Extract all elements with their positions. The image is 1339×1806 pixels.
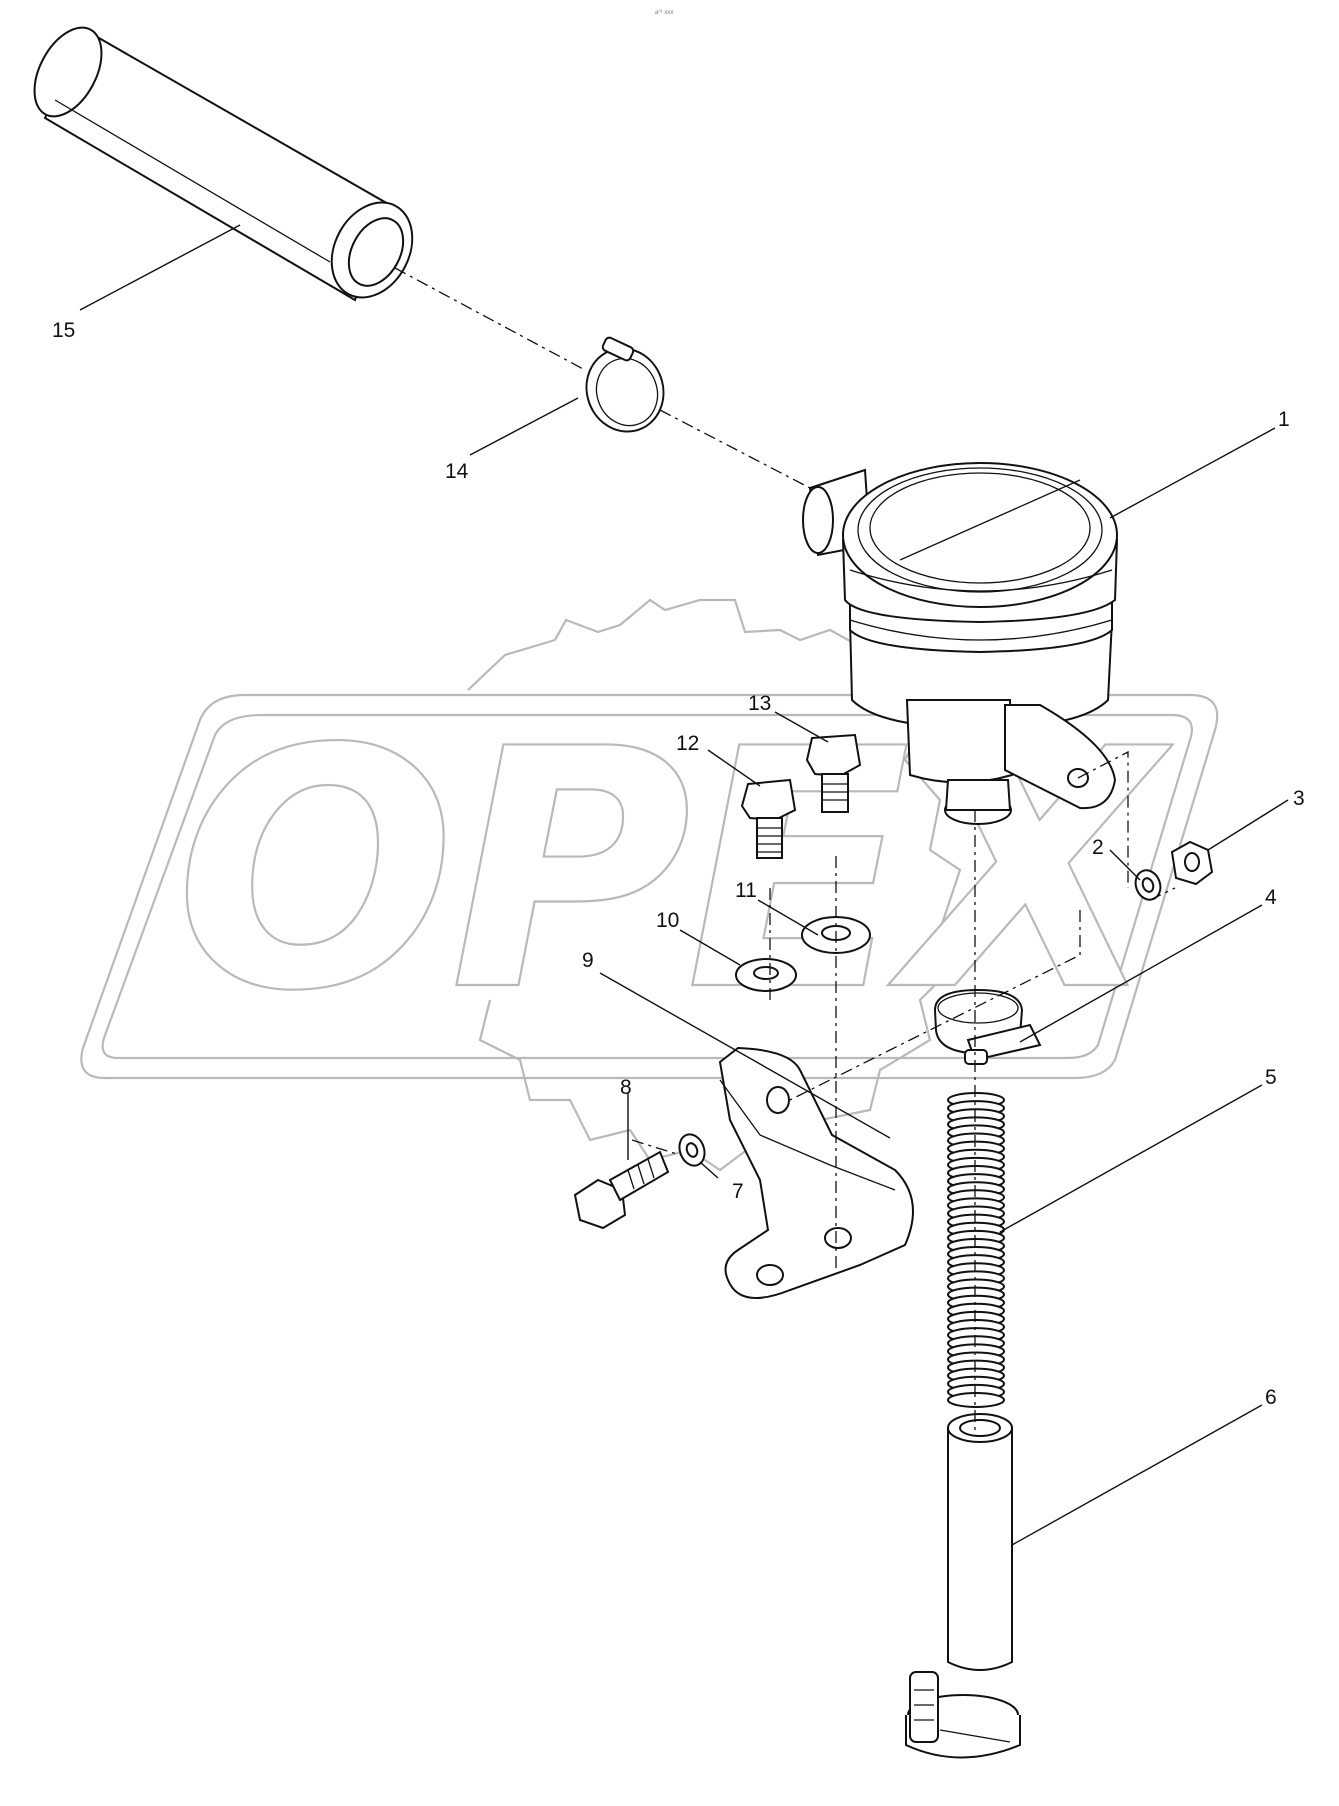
part-12-bolt	[740, 778, 797, 859]
part-7-washer	[678, 1133, 706, 1167]
part-6-tube-clamp	[905, 1671, 1021, 1759]
callout-1: 1	[1278, 408, 1290, 431]
callout-9: 9	[582, 949, 594, 972]
part-15-hose	[33, 26, 414, 302]
callout-13: 13	[748, 692, 771, 715]
watermark-gear	[467, 598, 962, 1172]
callout-12: 12	[676, 732, 699, 755]
callout-7: 7	[732, 1180, 744, 1203]
part-6-tube	[947, 1413, 1013, 1671]
part-10-washer	[735, 958, 797, 992]
callout-10: 10	[656, 909, 679, 932]
part-4-hose-clamp	[933, 988, 1042, 1065]
part-9-bracket	[718, 1046, 914, 1299]
part-8-bolt	[573, 1150, 670, 1230]
callout-5: 5	[1265, 1066, 1277, 1089]
part-5-spring	[947, 1092, 1005, 1408]
leader-lines	[79, 224, 1289, 1546]
callout-14: 14	[445, 460, 469, 483]
callout-8: 8	[620, 1076, 632, 1099]
callout-3: 3	[1293, 787, 1305, 810]
callout-11: 11	[735, 879, 757, 902]
callout-6: 6	[1265, 1386, 1277, 1409]
callout-2: 2	[1092, 836, 1104, 859]
part-14-hose-clamp	[585, 336, 665, 433]
callout-15: 15	[52, 319, 75, 342]
watermark-plate	[80, 693, 1219, 1080]
part-3-nut	[1170, 840, 1214, 886]
header-code: a⁰¹ xxx	[655, 9, 673, 16]
spring-coil	[947, 1392, 1005, 1408]
watermark-plate-inner	[101, 713, 1193, 1060]
part-13-bolt	[805, 733, 862, 813]
part-1-filter-housing	[802, 462, 1119, 825]
callouts: 1 2 3 4 5 6 7 8 9 10 11 12 13 14 15	[52, 319, 1305, 1409]
callout-4: 4	[1265, 886, 1277, 909]
